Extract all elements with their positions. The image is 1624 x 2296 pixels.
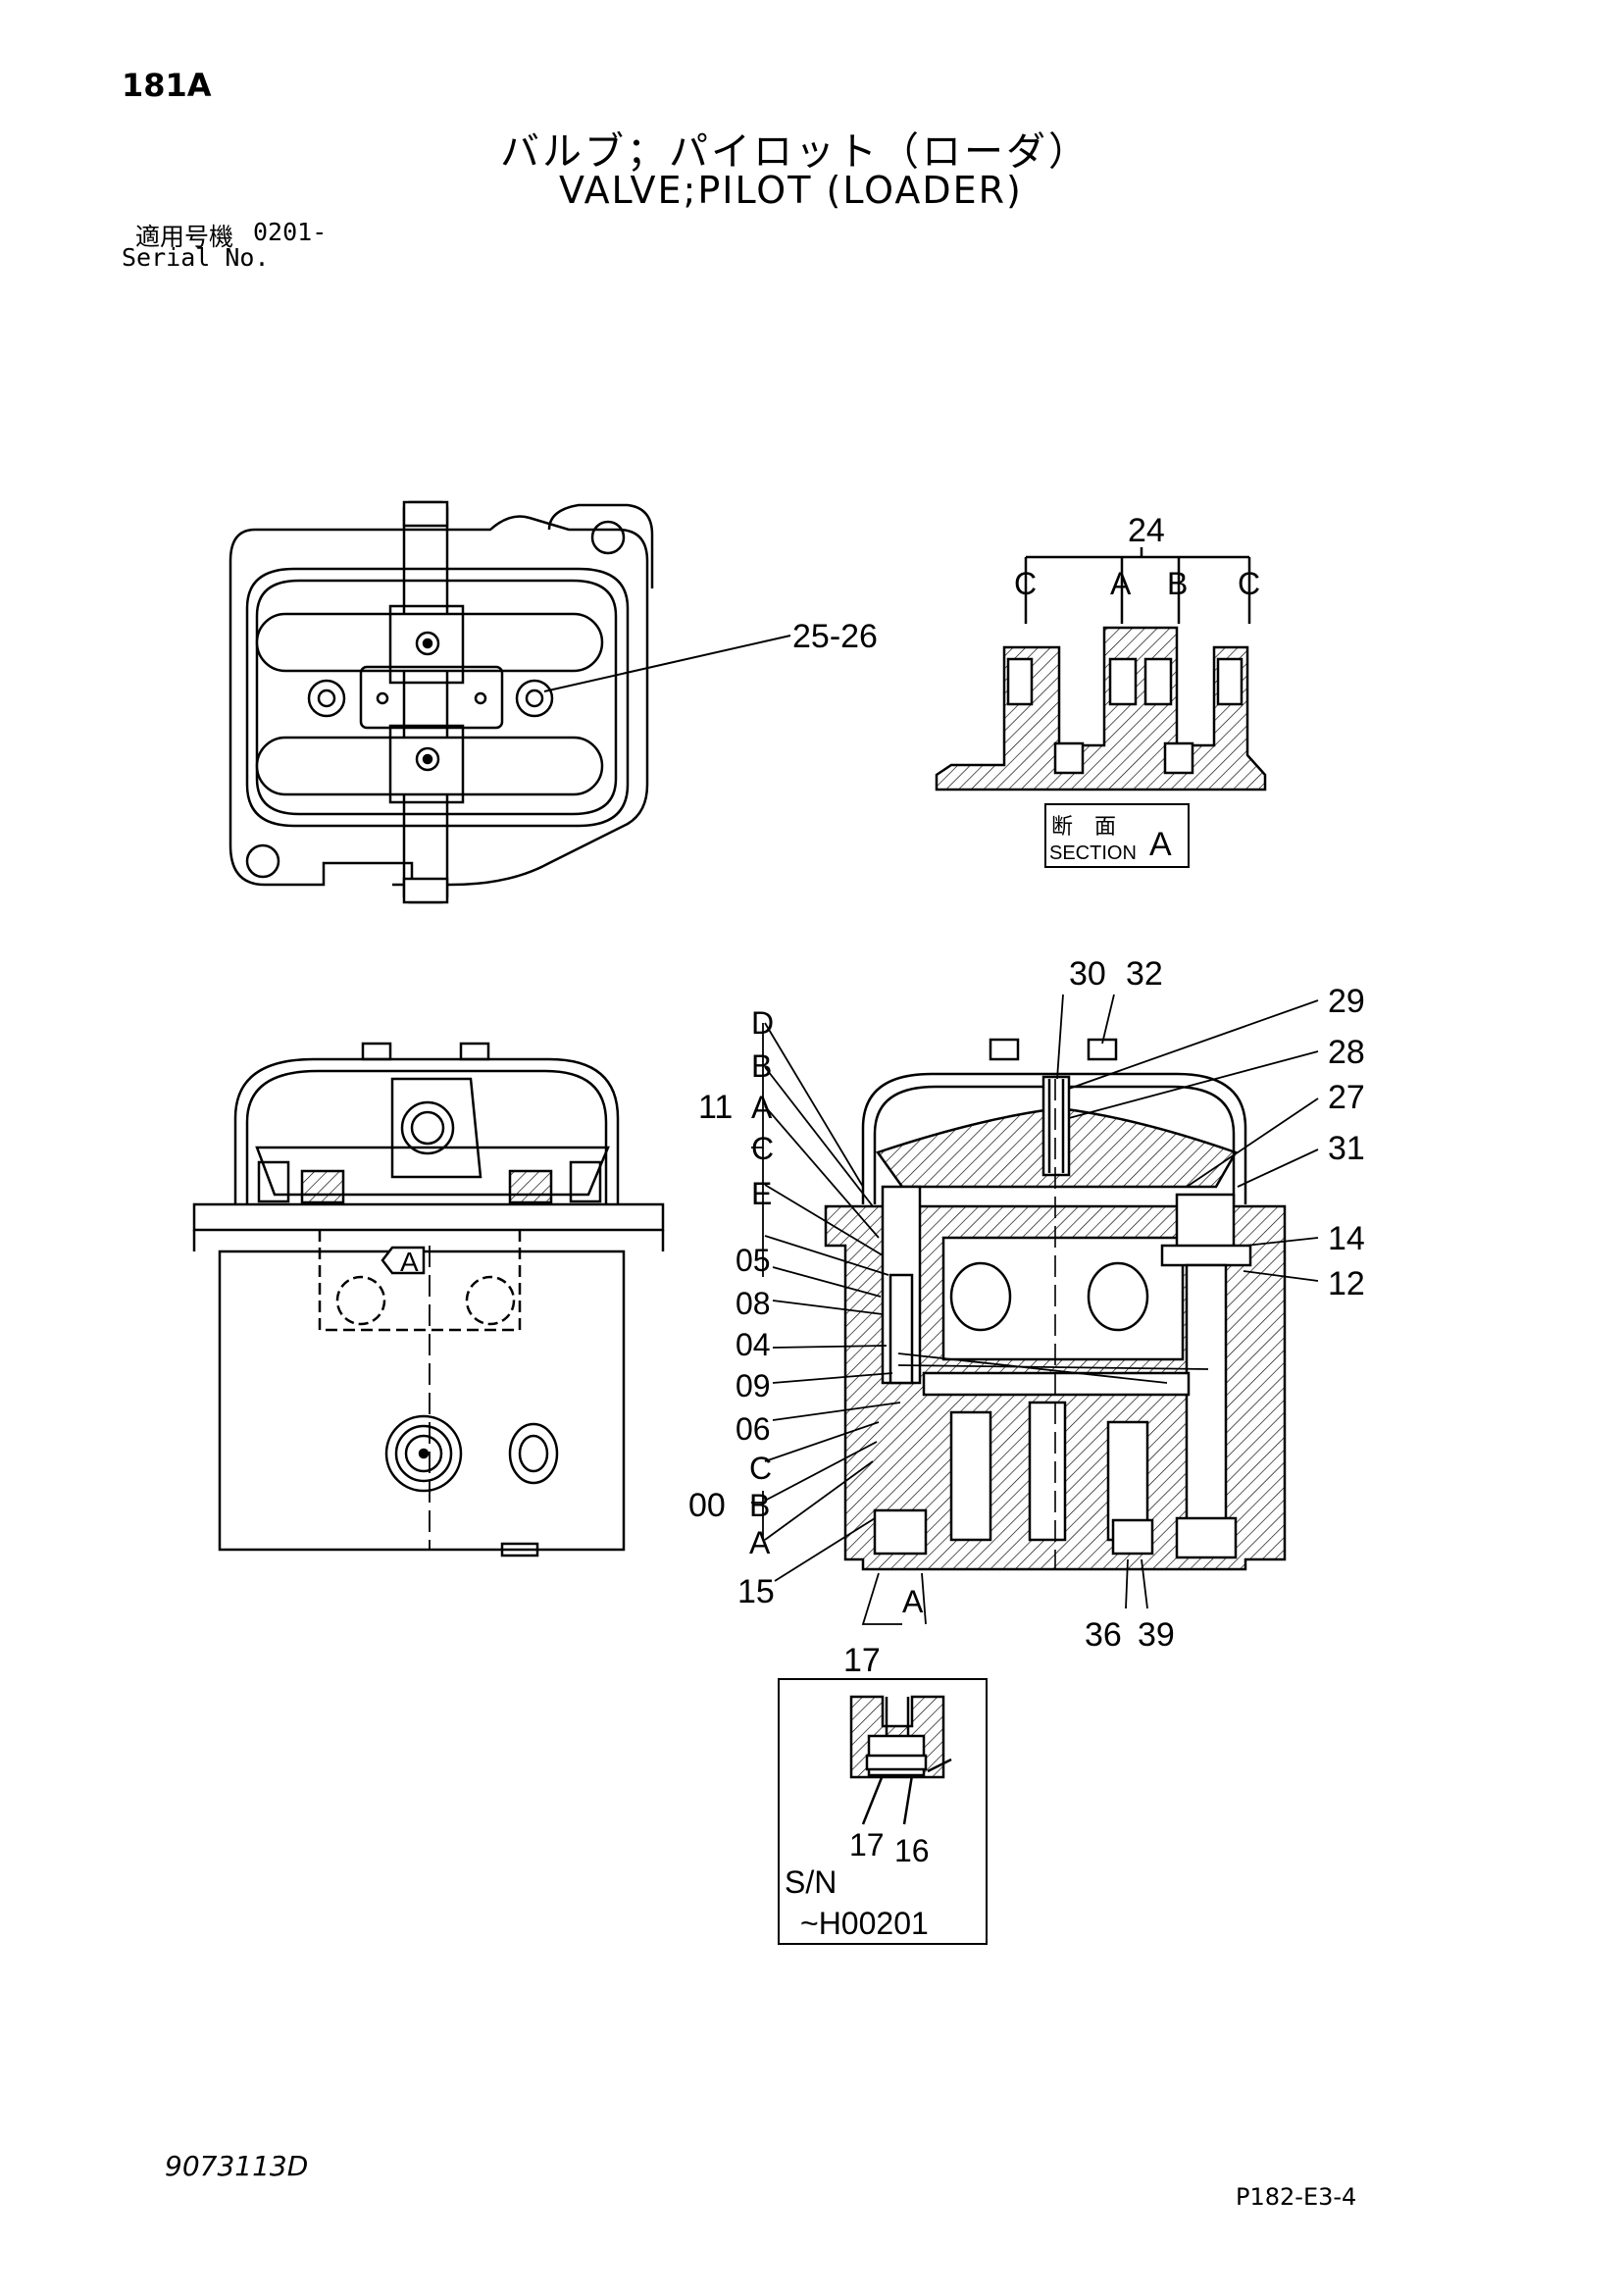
serial-label-ja: 適用号機	[135, 223, 234, 251]
callout-30: 30	[1069, 955, 1106, 993]
callout-17: 17	[843, 1642, 881, 1679]
doc-number: 9073113D	[165, 2150, 309, 2182]
cross-section-drawing	[824, 1038, 1287, 1571]
callout-section-c-left: C	[1014, 566, 1037, 601]
serial-label-en: Serial No.	[122, 243, 270, 272]
callout-05: 05	[736, 1243, 771, 1278]
callout-15: 15	[737, 1573, 775, 1610]
callout-00-c: C	[749, 1451, 772, 1486]
callout-27: 27	[1328, 1079, 1365, 1116]
callout-14: 14	[1328, 1220, 1365, 1257]
page-title: VALVE;PILOT (LOADER)	[559, 169, 1023, 212]
side-view-section-marker: A	[400, 1247, 419, 1277]
callout-section-a: A	[1110, 566, 1132, 601]
callout-section-c-right: C	[1238, 566, 1260, 601]
section-a-drawing	[935, 547, 1267, 868]
callout-11-a: A	[751, 1090, 773, 1125]
inset-callout-17: 17	[849, 1827, 885, 1862]
callout-12: 12	[1328, 1265, 1365, 1302]
callout-04: 04	[736, 1327, 771, 1362]
callout-31: 31	[1328, 1130, 1365, 1167]
title-japanese: バルブ；パイロット（ローダ）	[500, 129, 1091, 175]
callout-36: 36	[1085, 1616, 1122, 1654]
callout-section-b: B	[1167, 566, 1188, 601]
cross-section-marker: A	[902, 1584, 924, 1619]
callout-00: 00	[688, 1487, 726, 1524]
callout-11-b: B	[751, 1048, 772, 1084]
section-label-ja: 断 面	[1051, 814, 1116, 839]
top-view-drawing	[228, 500, 791, 904]
section-label-letter: A	[1149, 826, 1172, 863]
callout-09: 09	[736, 1368, 771, 1403]
callout-11-c: C	[751, 1131, 774, 1166]
inset-sn-label: S/N	[785, 1864, 837, 1900]
callout-08: 08	[736, 1286, 771, 1321]
callout-32: 32	[1126, 955, 1163, 993]
callout-00-a: A	[749, 1525, 771, 1560]
page-reference: P182-E3-4	[1236, 2183, 1357, 2211]
callout-06: 06	[736, 1411, 771, 1447]
inset-callout-16: 16	[894, 1833, 930, 1868]
callout-39: 39	[1138, 1616, 1175, 1654]
callout-29: 29	[1328, 983, 1365, 1020]
callout-24: 24	[1128, 512, 1165, 549]
callout-11-d: D	[751, 1005, 774, 1041]
serial-value: 0201-	[253, 218, 328, 246]
callout-28: 28	[1328, 1034, 1365, 1071]
side-view-drawing	[192, 1042, 665, 1557]
callout-00-b: B	[749, 1488, 770, 1523]
page-number: 181A	[122, 67, 212, 104]
callout-25-26: 25-26	[792, 618, 878, 655]
callout-11-e: E	[751, 1176, 772, 1211]
callout-11: 11	[698, 1089, 733, 1126]
inset-drawing	[778, 1678, 988, 1945]
inset-sn-value: ~H00201	[800, 1906, 929, 1941]
leader-lines	[751, 994, 1319, 1625]
section-label-en: SECTION	[1049, 842, 1137, 864]
